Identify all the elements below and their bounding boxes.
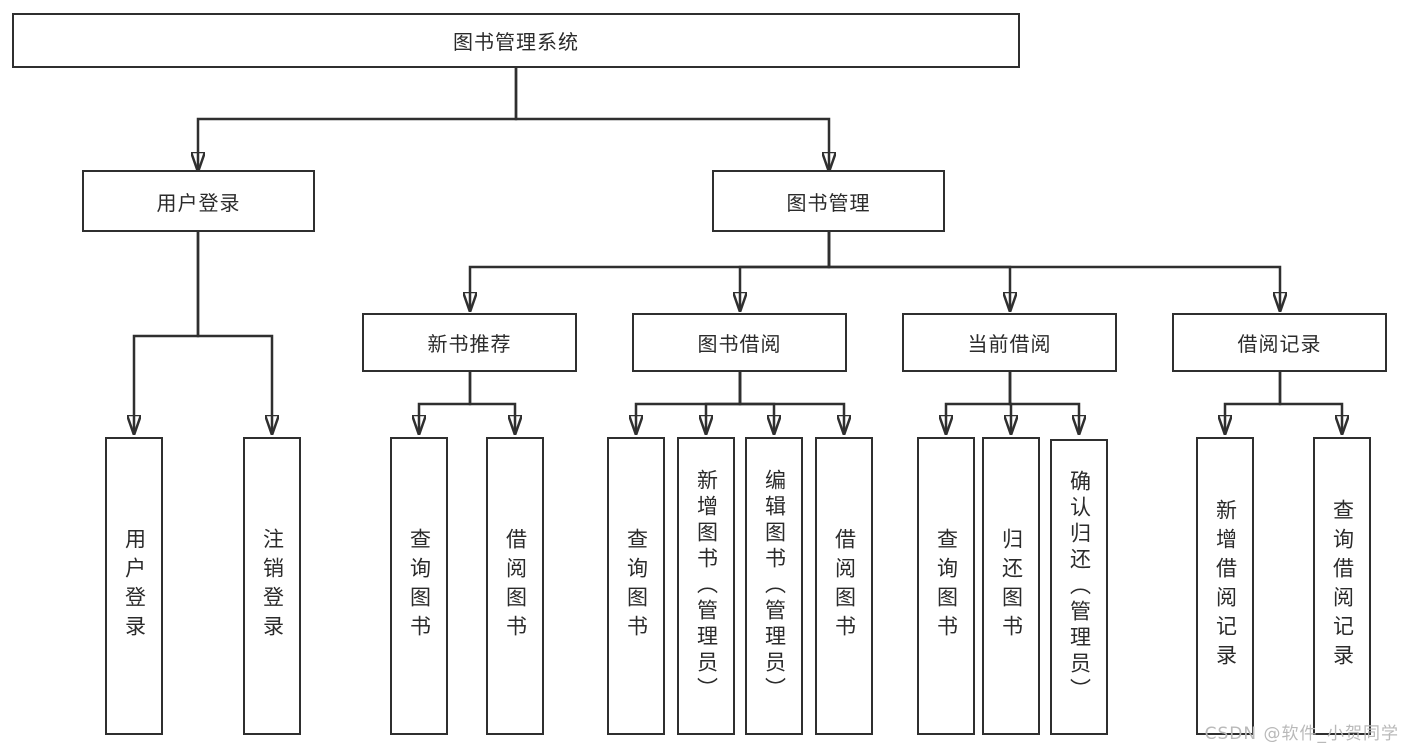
edge-book-management-borrowing-records [827, 232, 1280, 310]
edges-root-to-level2 [198, 68, 829, 170]
leaf-query-books-current: 查询图书 [917, 437, 975, 735]
leaf-query-borrow-record: 查询借阅记录 [1313, 437, 1371, 735]
edge-current-return-books [1010, 372, 1011, 433]
edges-book-borrowing-children [636, 372, 844, 433]
edge-book-management-book-borrowing [740, 232, 831, 310]
watermark: CSDN @软件_小贺同学 [1204, 724, 1399, 744]
node-book-management: 图书管理 [712, 170, 945, 232]
edge-user-login-leaf-user-login [134, 232, 200, 433]
leaf-add-borrow-record: 新增借阅记录 [1196, 437, 1254, 735]
edge-root-user-login [198, 68, 518, 170]
leaf-add-books-admin: 新增图书（管理员） [677, 437, 735, 735]
edge-current-confirm-return [1008, 372, 1079, 433]
leaf-borrow-books-borrowing: 借阅图书 [815, 437, 873, 735]
edges-borrowing-records-children [1225, 372, 1342, 433]
leaf-query-books-borrowing: 查询图书 [607, 437, 665, 735]
edges-user-login-children [134, 232, 272, 433]
edges-current-borrowing-children [946, 372, 1079, 433]
leaf-user-login: 用户登录 [105, 437, 163, 735]
edge-borrowing-edit-books [738, 372, 774, 433]
edge-recommend-borrow-books [468, 372, 515, 433]
leaf-confirm-return-admin: 确认归还（管理员） [1050, 439, 1108, 735]
leaf-return-books: 归还图书 [982, 437, 1040, 735]
node-borrowing-records: 借阅记录 [1172, 313, 1387, 372]
edge-root-book-management [514, 68, 829, 170]
edge-current-query-books [946, 372, 1012, 433]
edges-new-book-recommend-children [419, 372, 515, 433]
edge-borrowing-borrow-books [738, 372, 844, 433]
edge-book-management-current-borrowing [827, 232, 1010, 310]
edge-borrowing-query-books [636, 372, 742, 433]
edge-user-login-leaf-logout [196, 232, 272, 433]
leaf-query-books-recommend: 查询图书 [390, 437, 448, 735]
node-root: 图书管理系统 [12, 13, 1020, 68]
edge-records-add-record [1225, 372, 1282, 433]
leaf-edit-books-admin: 编辑图书（管理员） [745, 437, 803, 735]
node-user-login: 用户登录 [82, 170, 315, 232]
node-new-book-recommend: 新书推荐 [362, 313, 577, 372]
node-book-borrowing: 图书借阅 [632, 313, 847, 372]
leaf-borrow-books-recommend: 借阅图书 [486, 437, 544, 735]
edge-borrowing-add-books [706, 372, 742, 433]
node-current-borrowing: 当前借阅 [902, 313, 1117, 372]
edge-book-management-new-book-recommend [470, 232, 831, 310]
edge-records-query-record [1278, 372, 1342, 433]
leaf-logout: 注销登录 [243, 437, 301, 735]
edge-recommend-query-books [419, 372, 472, 433]
edges-book-management-children [470, 232, 1280, 310]
